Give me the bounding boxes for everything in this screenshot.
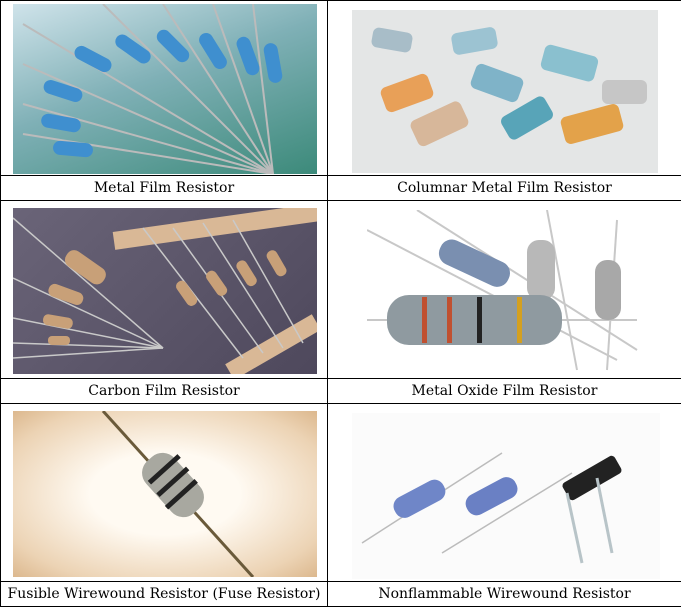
caption: Nonflammable Wirewound Resistor <box>327 581 681 607</box>
nonflammable-wirewound-resistor-photo <box>352 413 660 579</box>
fusible-wirewound-resistor-photo <box>13 411 317 577</box>
caption: Metal Film Resistor <box>0 175 328 201</box>
image-cell <box>327 403 681 582</box>
image-cell <box>327 0 681 176</box>
caption: Metal Oxide Film Resistor <box>327 378 681 404</box>
metal-film-resistor-photo <box>13 4 317 174</box>
image-cell <box>0 0 328 176</box>
image-cell <box>0 200 328 379</box>
image-cell <box>0 403 328 582</box>
caption: Fusible Wirewound Resistor (Fuse Resisto… <box>0 581 328 607</box>
image-cell <box>327 200 681 379</box>
metal-oxide-film-resistor-photo <box>367 210 643 374</box>
caption: Columnar Metal Film Resistor <box>327 175 681 201</box>
carbon-film-resistor-photo <box>13 208 317 374</box>
caption: Carbon Film Resistor <box>0 378 328 404</box>
columnar-metal-film-resistor-photo <box>352 10 658 173</box>
